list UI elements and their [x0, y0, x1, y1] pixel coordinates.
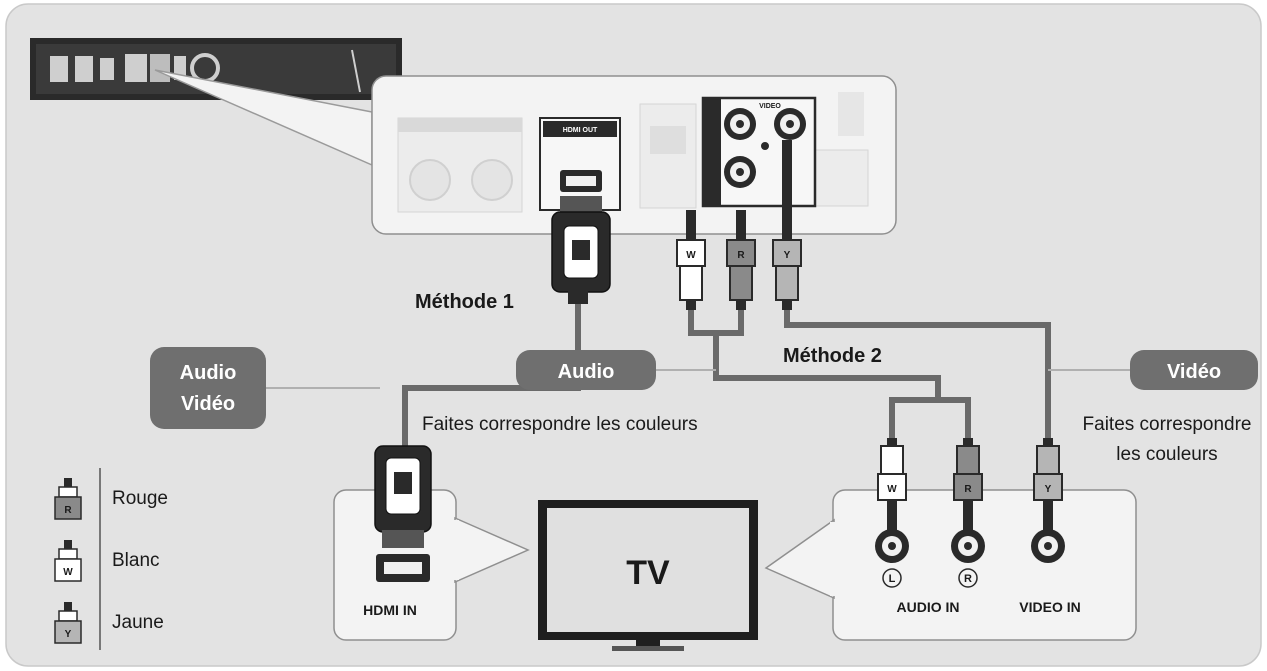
- legend-color-name: Rouge: [112, 488, 168, 509]
- legend-plug-letter: Y: [65, 629, 72, 640]
- legend-item: Y Jaune: [54, 602, 164, 644]
- legend-plug-body: [54, 558, 82, 582]
- audio-pill: [516, 350, 656, 390]
- hdmi-in-label: HDMI IN: [363, 602, 417, 618]
- match-colors-video-line2: les couleurs: [1116, 444, 1217, 465]
- tv-icon: [538, 500, 758, 651]
- legend-plug-pin: [64, 478, 72, 488]
- legend-color-name: Jaune: [112, 612, 164, 633]
- hdmi-in-panel: [333, 445, 530, 641]
- plug-letter-yellow-player: Y: [784, 250, 791, 261]
- legend-plug-body: [54, 620, 82, 644]
- audio-pill-text: Audio: [558, 361, 615, 383]
- player-zoom-panel: [371, 75, 897, 235]
- legend-plug-collar: [58, 548, 78, 560]
- legend-plug-pin: [64, 602, 72, 612]
- audio-video-pill-line2: Vidéo: [181, 393, 235, 415]
- legend-plug-letter: W: [63, 567, 73, 578]
- audio-right-marker: R: [964, 573, 972, 585]
- match-colors-audio-label: Faites correspondre les couleurs: [422, 414, 698, 435]
- red-audio-cable: [716, 306, 744, 336]
- audio-left-marker: L: [889, 573, 896, 585]
- legend-plug-pin: [64, 540, 72, 550]
- plug-letter-white-player: W: [686, 250, 696, 261]
- hdmi-out-label: HDMI OUT: [563, 127, 598, 134]
- plug-letter-red-player: R: [737, 250, 745, 261]
- hdmi-cable: [402, 300, 581, 460]
- hdmi-plug-player: [551, 196, 611, 304]
- method-1-label: Méthode 1: [415, 291, 514, 313]
- plug-letter-yellow-tv: Y: [1045, 484, 1052, 495]
- yellow-video-cable: [784, 306, 1051, 438]
- legend-item: R Rouge: [54, 478, 168, 520]
- method-2-label: Méthode 2: [783, 345, 882, 367]
- video-in-label: VIDEO IN: [1019, 599, 1080, 615]
- legend-plug-collar: [58, 486, 78, 498]
- audio-video-pill-line1: Audio: [180, 362, 237, 384]
- legend-item: W Blanc: [54, 540, 160, 582]
- player-rear-panel: [30, 38, 402, 100]
- audio-video-pill: [150, 347, 266, 429]
- red-audio-cable-tv: [938, 397, 971, 438]
- av-in-panel: [764, 438, 1137, 641]
- plug-letter-red-tv: R: [964, 484, 972, 495]
- plug-letter-white-tv: W: [887, 484, 897, 495]
- tv-label: TV: [626, 554, 670, 592]
- cables: [402, 300, 1051, 460]
- legend-plug-collar: [58, 610, 78, 622]
- video-port-label: VIDEO: [759, 103, 781, 110]
- legend-plug-body: [54, 496, 82, 520]
- video-pill: [1130, 350, 1258, 390]
- white-audio-cable: [688, 306, 941, 438]
- match-colors-video-line1: Faites correspondre: [1083, 414, 1252, 435]
- audio-in-label: AUDIO IN: [897, 599, 960, 615]
- video-pill-text: Vidéo: [1167, 361, 1221, 383]
- legend-plug-letter: R: [64, 505, 72, 516]
- rca-plugs-player: [676, 140, 802, 310]
- legend-color-name: Blanc: [112, 550, 160, 571]
